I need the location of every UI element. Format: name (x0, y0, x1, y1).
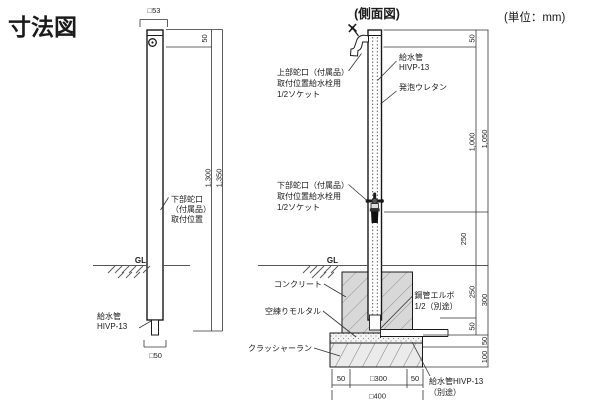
side-view: GL 上部蛇口（付属品） 取付位置給水栓用 1/2ソケット 給水管 HIVP-1… (248, 23, 489, 400)
svg-text:空練りモルタル: 空練りモルタル (265, 306, 321, 316)
svg-text:1/2（別途）: 1/2（別途） (415, 301, 458, 311)
svg-text:給水管: 給水管 (399, 52, 423, 62)
dim-upper-to-lower-faucet: 1,000 (468, 133, 477, 152)
side-view-title: (側面図) (354, 6, 400, 21)
dim-gl-to-concrete-bottom: 250 (468, 286, 477, 299)
side-gl-label: GL (327, 256, 338, 265)
dim-gl-to-mortar-bottom: 300 (480, 294, 489, 307)
svg-text:コンクリート: コンクリート (274, 280, 322, 289)
crusher-note: クラッシャーラン (248, 344, 341, 357)
front-supply-pipe-leader (138, 320, 152, 329)
svg-text:HIVP-13: HIVP-13 (97, 322, 128, 331)
side-foam-note: 発泡ウレタン (380, 82, 447, 105)
svg-text:1/2ソケット: 1/2ソケット (277, 203, 320, 212)
dim-crusher-lower: 100 (480, 351, 489, 364)
front-post-body (146, 29, 164, 321)
svg-text:鋼管エルボ: 鋼管エルボ (415, 290, 455, 300)
dim-mortar-thickness: 50 (468, 322, 477, 330)
svg-text:下部蛇口: 下部蛇口 (171, 194, 203, 204)
svg-text:取付位置: 取付位置 (171, 214, 203, 224)
front-dim-faucet-to-bottom: 1,300 (204, 169, 213, 188)
lower-faucet-spout (371, 211, 379, 223)
unit-note: (単位：mm) (504, 10, 565, 24)
front-view: GL □53 50 1,300 1,35 (93, 6, 224, 360)
side-dim-base: 50 □300 50 □400 (331, 369, 424, 400)
side-upper-faucet-note: 上部蛇口（付属品） 取付位置給水栓用 1/2ソケット (277, 53, 362, 99)
front-bottom-pipe (151, 319, 159, 336)
pipe-elbow (369, 314, 449, 338)
svg-text:クラッシャーラン: クラッシャーラン (248, 344, 312, 353)
dim-base-concrete-width: □300 (370, 374, 387, 383)
concrete-note: コンクリート (274, 280, 347, 298)
svg-text:HIVP-13: HIVP-13 (399, 63, 430, 72)
side-ground-hatch (302, 265, 339, 279)
svg-text:1/2ソケット: 1/2ソケット (277, 90, 320, 99)
upper-faucet (347, 23, 369, 57)
svg-text:給水管HIVP-13: 給水管HIVP-13 (429, 376, 484, 386)
front-dim-cap-width-label: □53 (148, 6, 161, 15)
svg-text:取付位置給水栓用: 取付位置給水栓用 (277, 191, 341, 201)
dim-top-to-lower-faucet: 1,050 (480, 130, 489, 149)
page-title: 寸法図 (8, 14, 77, 40)
front-dim-top-to-faucet: 50 (200, 34, 209, 42)
front-dim-bottom-width-label: □50 (149, 351, 162, 360)
dim-base-left-margin: 50 (337, 374, 345, 383)
svg-text:（別途）: （別途） (429, 387, 461, 397)
svg-text:給水管: 給水管 (97, 311, 121, 321)
elbow-note: 鋼管エルボ 1/2（別途） (379, 290, 458, 330)
svg-text:下部蛇口（付属品）: 下部蛇口（付属品） (277, 180, 349, 190)
front-dim-cap-width: □53 (139, 6, 168, 27)
dim-top-to-upper-faucet: 50 (468, 34, 477, 42)
svg-text:上部蛇口（付属品）: 上部蛇口（付属品） (277, 67, 349, 77)
buried-pipe-note: 給水管HIVP-13 （別途） (411, 341, 484, 397)
buried-pipe (380, 329, 448, 337)
front-lower-faucet-note: 下部蛇口 （付属品） 取付位置 (160, 194, 211, 224)
front-dim-heights: 50 1,300 1,350 (166, 29, 224, 332)
dim-crusher-upper: 50 (480, 337, 489, 345)
dim-base-right-margin: 50 (411, 374, 419, 383)
front-lower-faucet-leader (160, 197, 169, 211)
front-dim-bottom-width: □50 (143, 340, 167, 360)
front-ground-hatch (107, 265, 151, 279)
svg-text:取付位置給水栓用: 取付位置給水栓用 (277, 78, 341, 88)
side-supply-pipe-note: 給水管 HIVP-13 (377, 52, 430, 81)
mortar-note: 空練りモルタル (265, 306, 357, 338)
svg-text:（付属品）: （付属品） (171, 204, 211, 214)
dim-lower-faucet-to-gl: 250 (459, 233, 468, 246)
svg-text:発泡ウレタン: 発泡ウレタン (399, 82, 447, 92)
crusher-run-layer (329, 342, 423, 368)
front-supply-pipe-note: 給水管 HIVP-13 (97, 311, 152, 331)
side-dim-vertical: 50 1,000 1,050 250 250 300 50 50 100 (383, 29, 489, 368)
dim-base-total-width: □400 (369, 392, 386, 400)
upper-faucet-handle-hub (350, 26, 355, 30)
side-post-body (367, 29, 383, 321)
lower-faucet-hub (371, 197, 378, 205)
front-dim-total-length: 1,350 (215, 169, 224, 188)
front-gl-label: GL (135, 256, 146, 265)
upper-faucet-hole-center (151, 41, 154, 44)
side-lower-faucet-note: 下部蛇口（付属品） 取付位置給水栓用 1/2ソケット (277, 180, 368, 212)
